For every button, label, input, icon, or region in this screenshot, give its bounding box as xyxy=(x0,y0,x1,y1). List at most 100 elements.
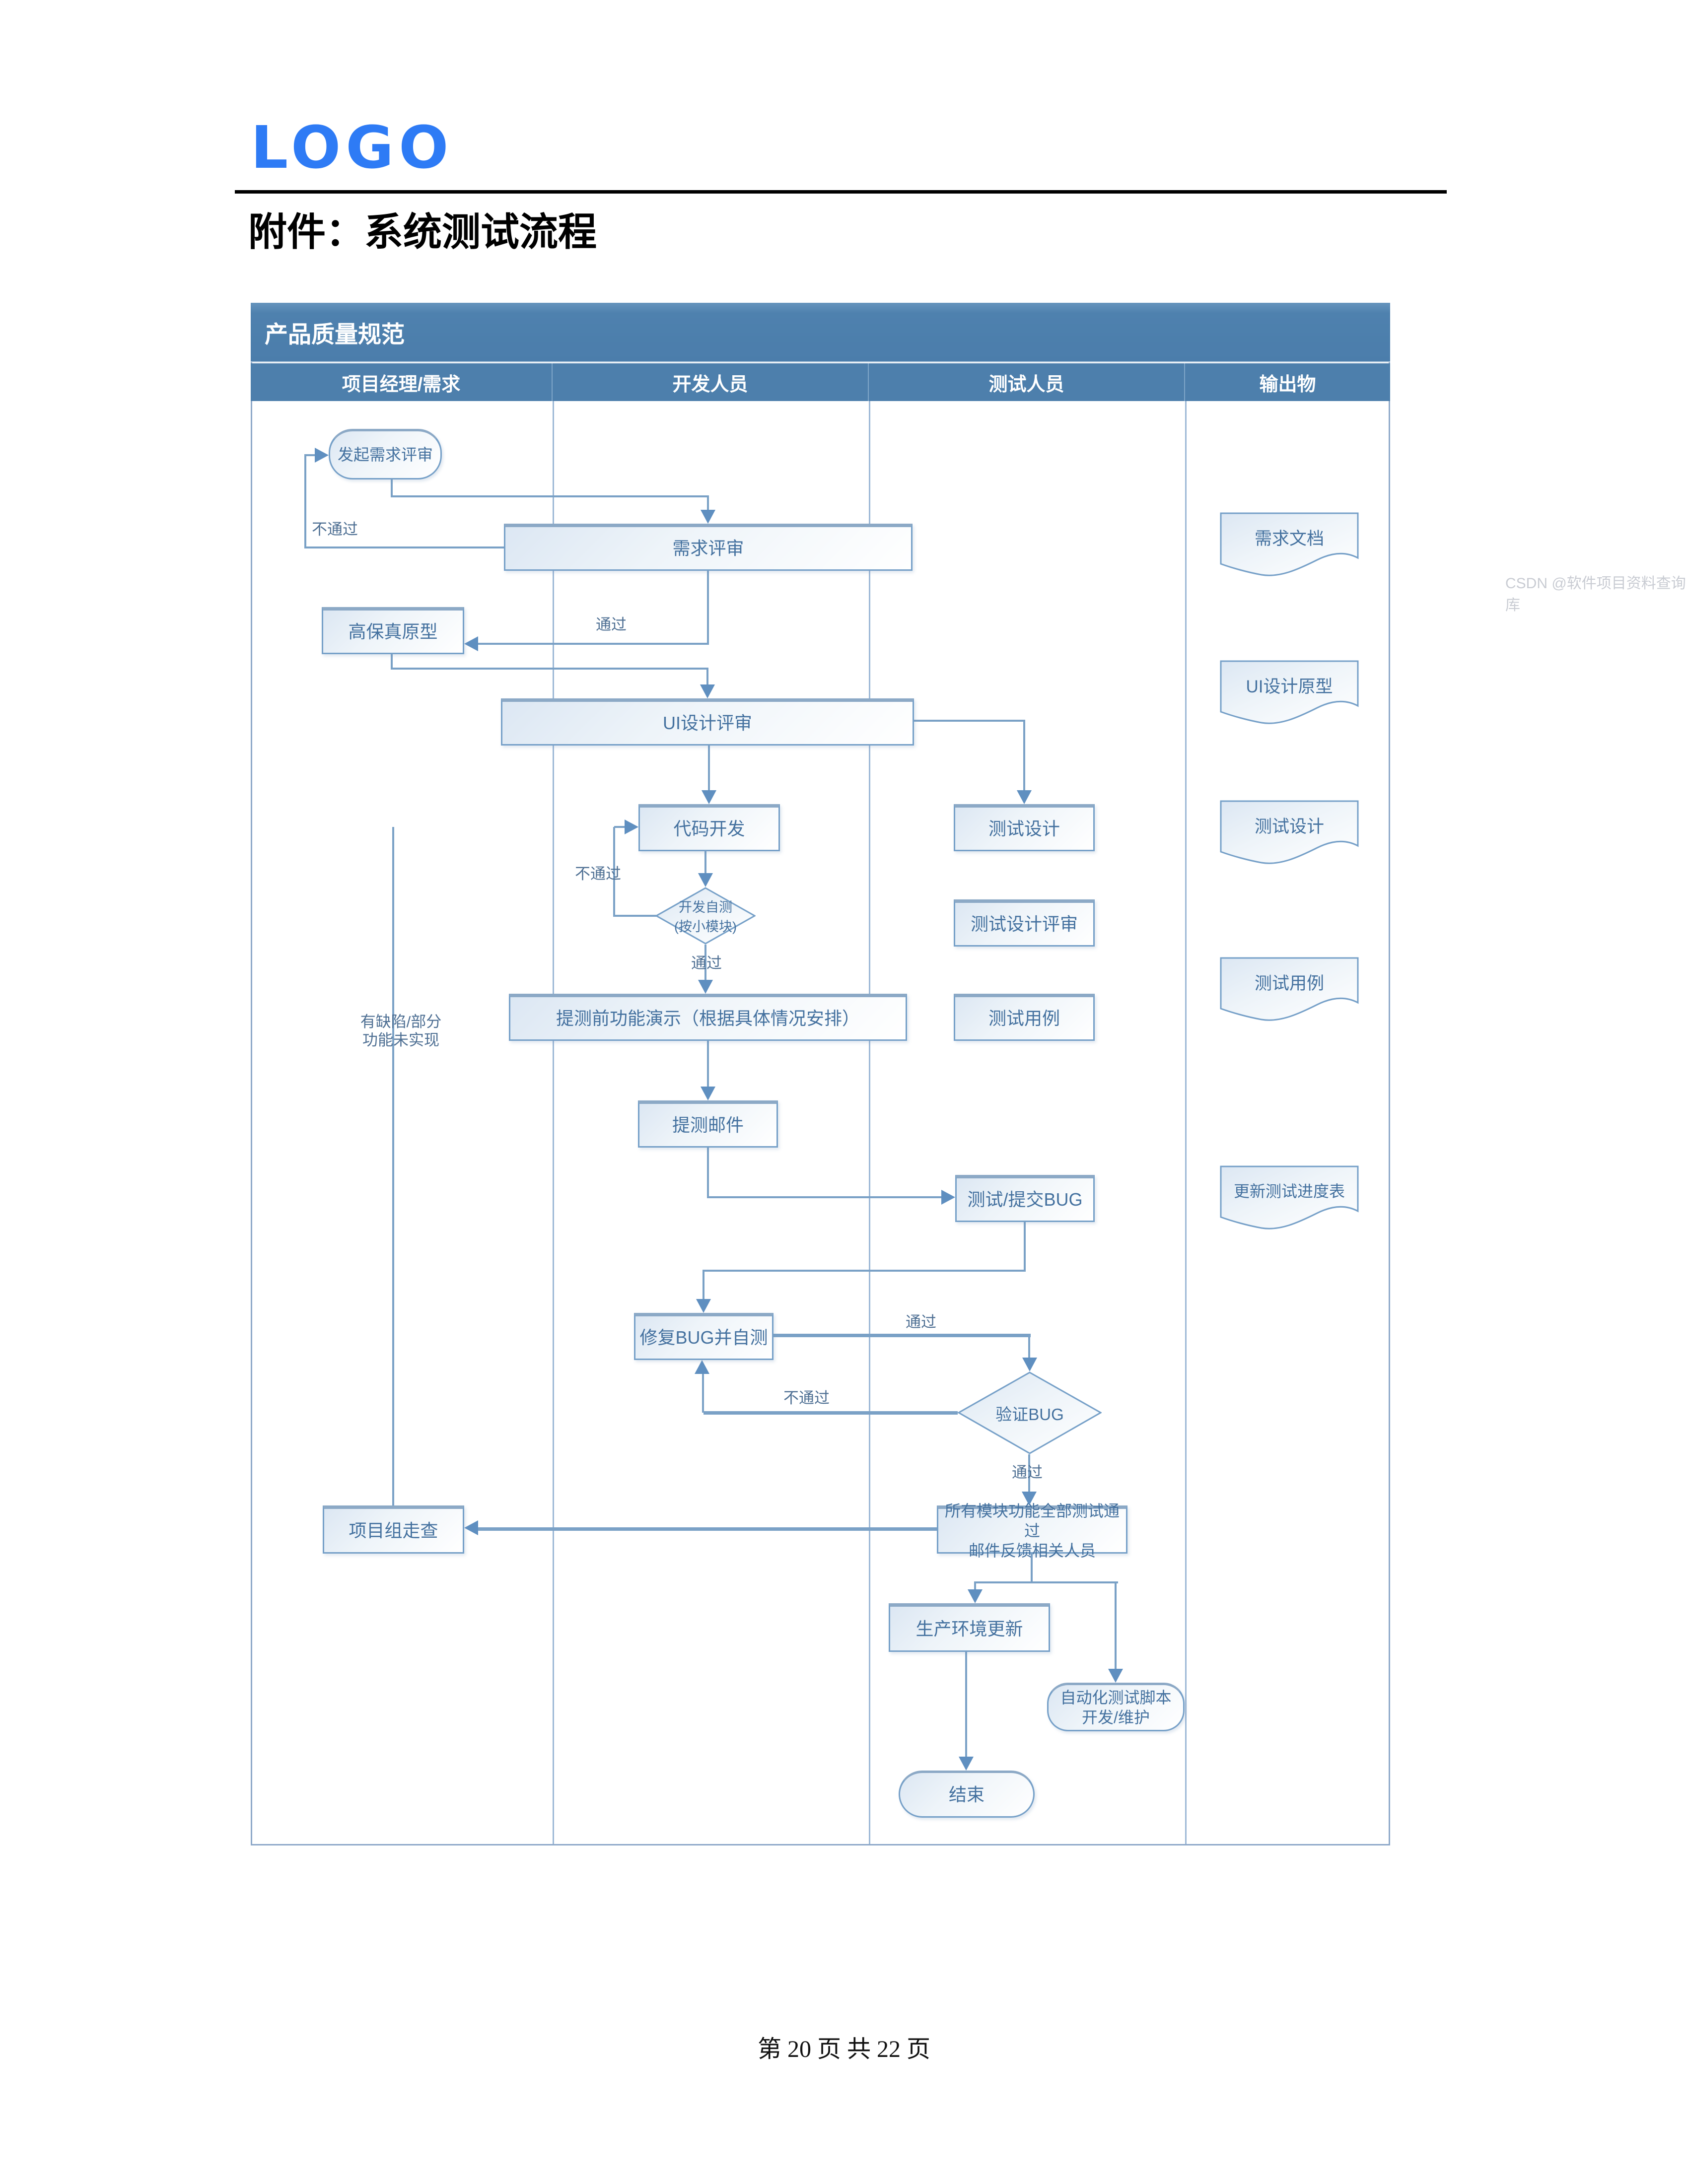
node-team-walkthrough-label: 项目组走查 xyxy=(349,1520,438,1541)
node-production-update-label: 生产环境更新 xyxy=(915,1618,1023,1639)
edge-allpass-out-v xyxy=(1031,1554,1033,1583)
arrowhead-into-uireview xyxy=(700,684,715,698)
page-title: 附件：系统测试流程 xyxy=(248,210,597,254)
arrowhead-into-autoscript xyxy=(1108,1669,1123,1683)
doc-ui-prototype-text: UI设计原型 xyxy=(1246,677,1333,696)
doc-requirement-label: 需求文档 xyxy=(1220,512,1359,562)
node-pretest-demo: 提测前功能演示（根据具体情况安排） xyxy=(509,994,907,1041)
node-hifi-prototype-label: 高保真原型 xyxy=(348,621,438,642)
edge-label-pass-selftest: 通过 xyxy=(691,955,722,972)
edge-testbug-to-fixbug-h xyxy=(703,1270,1026,1272)
node-hifi-prototype: 高保真原型 xyxy=(322,607,464,654)
edge-mail-to-testbug-h xyxy=(707,1196,943,1198)
doc-test-design: 测试设计 xyxy=(1220,800,1359,866)
node-team-walkthrough: 项目组走查 xyxy=(323,1505,464,1554)
node-code-development-label: 代码开发 xyxy=(673,819,745,839)
lane-header-output: 输出物 xyxy=(1259,374,1316,395)
node-test-design-review: 测试设计评审 xyxy=(954,899,1095,947)
edge-into-reqreview-v xyxy=(707,495,709,512)
node-start-review-label: 发起需求评审 xyxy=(337,446,433,464)
node-verify-bug-label: 验证BUG xyxy=(958,1371,1102,1454)
edge-testbug-to-fixbug-v xyxy=(703,1270,704,1301)
node-end: 结束 xyxy=(899,1771,1035,1818)
node-test-case-label: 测试用例 xyxy=(988,1008,1060,1028)
doc-requirement-text: 需求文档 xyxy=(1254,529,1324,548)
node-test-design: 测试设计 xyxy=(954,804,1095,851)
watermark: CSDN @软件项目资料查询库 xyxy=(1505,575,1686,614)
edge-fixbug-pass-v xyxy=(1028,1334,1030,1359)
edge-fixbug-pass-h xyxy=(774,1334,1031,1337)
lane-header-test: 测试人员 xyxy=(869,363,1185,401)
edge-split-to-autoscript-v xyxy=(1115,1581,1117,1671)
node-code-development: 代码开发 xyxy=(638,804,780,851)
node-verify-bug-text: 验证BUG xyxy=(995,1405,1064,1424)
diamond-shape xyxy=(958,1371,1102,1454)
node-fix-bug-selftest-label: 修复BUG并自测 xyxy=(639,1327,768,1348)
doc-update-progress-text: 更新测试进度表 xyxy=(1233,1182,1345,1200)
edge-label-defect-line1: 有缺陷/部分 xyxy=(360,1013,442,1030)
edge-split-to-prod-v xyxy=(974,1581,976,1591)
node-end-label: 结束 xyxy=(948,1784,985,1805)
diamond-shape xyxy=(655,887,756,945)
edge-selftest-fail-into-codedev xyxy=(614,826,627,828)
node-automation-script: 自动化测试脚本 开发/维护 xyxy=(1047,1683,1185,1731)
node-submit-test-mail-label: 提测邮件 xyxy=(672,1115,744,1135)
lane-header-dev: 开发人员 xyxy=(553,363,869,401)
arrowhead-into-fixbug-top xyxy=(696,1299,711,1313)
flowchart-title-bar: 产品质量规范 xyxy=(251,303,1390,362)
edge-reqreview-pass-v xyxy=(707,571,709,645)
edge-label-defect: 有缺陷/部分 功能未实现 xyxy=(348,1013,454,1049)
edge-verify-pass-v xyxy=(1028,1454,1030,1494)
node-test-case: 测试用例 xyxy=(954,994,1095,1041)
node-fix-bug-selftest: 修复BUG并自测 xyxy=(634,1313,774,1360)
arrowhead-into-mail xyxy=(701,1087,715,1100)
doc-update-progress-label: 更新测试进度表 xyxy=(1220,1165,1359,1215)
arrowhead-into-verifybug xyxy=(1022,1358,1037,1371)
node-requirement-review: 需求评审 xyxy=(504,524,913,571)
arrowhead-into-codedev xyxy=(702,790,716,804)
arrowhead-into-reqreview xyxy=(701,510,715,524)
edge-reqreview-pass-h xyxy=(478,643,709,645)
edge-uireview-to-testdesign-v xyxy=(1023,720,1025,792)
arrowhead-into-demo xyxy=(698,980,713,994)
node-test-design-label: 测试设计 xyxy=(988,819,1060,839)
edge-demo-to-mail xyxy=(707,1041,709,1089)
node-test-design-review-label: 测试设计评审 xyxy=(970,914,1078,934)
arrowhead-into-allpass xyxy=(1022,1492,1037,1505)
edge-reqreview-fail-h xyxy=(305,546,505,548)
doc-test-design-text: 测试设计 xyxy=(1254,817,1324,836)
arrowhead-into-start xyxy=(315,448,329,463)
edge-split-h xyxy=(974,1581,1118,1583)
lane-header-pm: 项目经理/需求 xyxy=(251,363,553,401)
node-production-update: 生产环境更新 xyxy=(889,1603,1050,1652)
edge-verify-fail-v xyxy=(702,1373,704,1413)
doc-ui-prototype-label: UI设计原型 xyxy=(1220,660,1359,710)
doc-ui-prototype: UI设计原型 xyxy=(1220,660,1359,726)
lane-divider-2 xyxy=(869,401,870,1844)
edge-start-out-h xyxy=(391,495,709,497)
arrowhead-into-prototype xyxy=(464,636,478,651)
node-dev-selftest-diamond: 开发自测 (按小模块) xyxy=(655,887,756,945)
node-ui-design-review-label: UI设计评审 xyxy=(662,713,752,733)
flowchart-title: 产品质量规范 xyxy=(265,321,405,347)
edge-prototype-out-h xyxy=(391,668,708,670)
node-dev-selftest-label: 开发自测 (按小模块) xyxy=(655,887,756,945)
edge-label-pass-fixbug: 通过 xyxy=(906,1313,936,1331)
node-all-modules-pass-line2: 邮件反馈相关人员 xyxy=(968,1541,1096,1560)
node-ui-design-review: UI设计评审 xyxy=(501,698,914,746)
node-all-modules-pass: 所有模块功能全部测试通过 邮件反馈相关人员 xyxy=(937,1502,1127,1560)
edge-uireview-to-codedev xyxy=(708,746,710,792)
arrowhead-into-testdesign xyxy=(1017,790,1032,804)
node-automation-script-line2: 开发/维护 xyxy=(1082,1708,1150,1726)
doc-requirement: 需求文档 xyxy=(1220,512,1359,578)
edge-selftest-pass-v xyxy=(704,945,706,982)
node-automation-script-line1: 自动化测试脚本 xyxy=(1060,1689,1172,1706)
doc-test-case: 测试用例 xyxy=(1220,957,1359,1023)
arrowhead-into-selftest xyxy=(698,873,713,887)
arrowhead-into-walkthrough xyxy=(464,1520,478,1535)
edge-label-fail-reqreview: 不通过 xyxy=(312,521,358,538)
doc-test-case-text: 测试用例 xyxy=(1254,973,1324,993)
edge-into-uireview-v xyxy=(706,668,708,686)
edge-reqreview-fail-v xyxy=(304,454,306,548)
arrowhead-into-codedev-left xyxy=(625,819,638,834)
